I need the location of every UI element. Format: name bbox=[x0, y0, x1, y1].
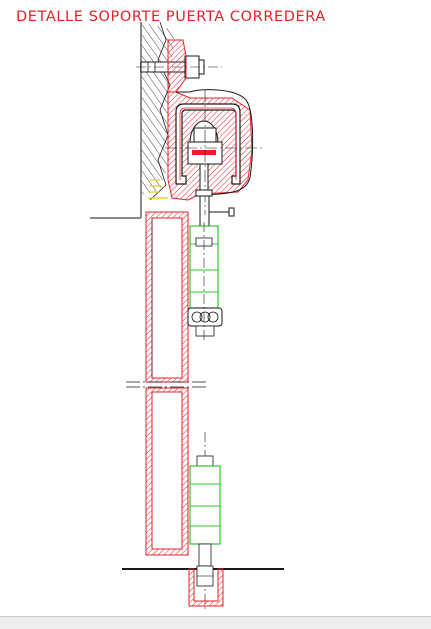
bracket-upper-block bbox=[167, 39, 187, 93]
anchor-plug-yellow bbox=[148, 179, 168, 199]
wall-section bbox=[90, 21, 175, 219]
door-leaf-upper bbox=[145, 211, 189, 383]
upper-fitting-bolt-head bbox=[187, 307, 223, 337]
viewer-bottom-strip bbox=[0, 616, 431, 629]
bracket-outer-outline bbox=[176, 89, 254, 196]
drawing-title: DETALLE SOPORTE PUERTA CORREDERA bbox=[16, 9, 326, 25]
door-leaf-lower bbox=[145, 387, 189, 556]
floor-guide-channel bbox=[188, 568, 224, 607]
adjust-screw-head bbox=[228, 207, 235, 217]
floor-guide-pin bbox=[198, 543, 212, 567]
door-break-line bbox=[126, 381, 208, 388]
lower-green-fitting bbox=[189, 432, 221, 612]
hanger-bolt bbox=[195, 189, 235, 228]
wall-break-line bbox=[149, 21, 171, 201]
trolley-red-plate bbox=[192, 150, 216, 155]
lower-fitting-top-nut bbox=[196, 455, 214, 467]
door-core-lower bbox=[151, 391, 183, 550]
hanger-rod bbox=[199, 163, 209, 191]
upper-green-fitting bbox=[187, 222, 223, 340]
door-core-upper bbox=[151, 217, 183, 379]
track-rail bbox=[175, 103, 241, 185]
floor-section bbox=[122, 565, 284, 607]
trolley bbox=[165, 90, 262, 215]
lower-fitting-body bbox=[189, 465, 221, 545]
track-profile-inner bbox=[179, 107, 237, 180]
